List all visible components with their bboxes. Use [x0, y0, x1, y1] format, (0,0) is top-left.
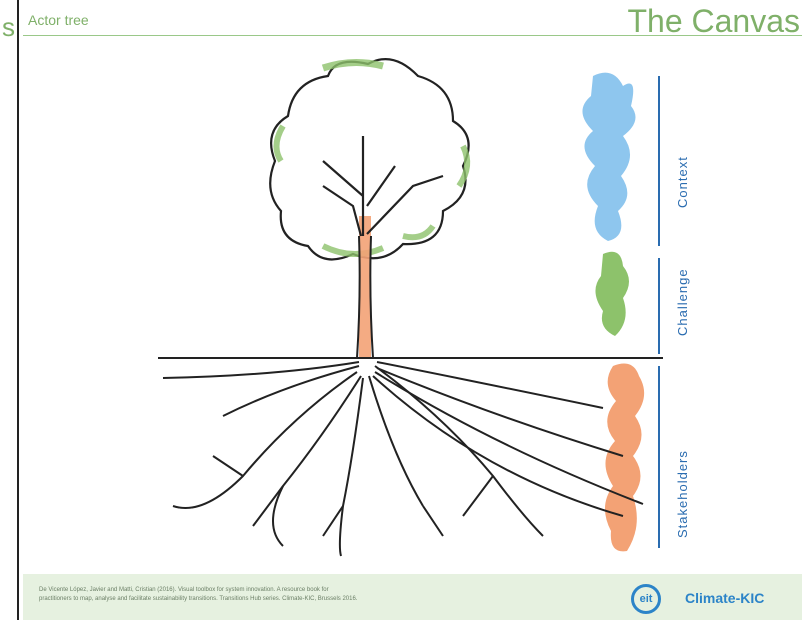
logo-mark: eit: [639, 593, 653, 605]
tree-trunk: [322, 136, 444, 359]
previous-page-title-fragment: s: [2, 12, 15, 42]
challenge-label: Challenge: [675, 268, 690, 336]
tree-canopy: [269, 58, 471, 261]
tree-roots: [162, 361, 644, 557]
context-label: Context: [675, 156, 690, 208]
page-footer: De Vicente López, Javier and Matti, Cris…: [23, 574, 802, 620]
header-divider: [23, 35, 802, 36]
page-title: Actor tree: [28, 12, 89, 28]
context-color-patch: [582, 72, 636, 241]
brand-title: The Canvas: [627, 3, 800, 39]
stakeholders-color-patch: [604, 363, 645, 552]
climate-kic-logo-text: Climate-KIC: [685, 590, 765, 606]
previous-page-edge: s: [0, 0, 19, 620]
eit-logo-icon: eit: [631, 584, 661, 614]
actor-tree-diagram: Context Challenge Stakeholders: [158, 58, 690, 557]
stakeholders-label: Stakeholders: [675, 450, 690, 538]
citation-text: De Vicente López, Javier and Matti, Cris…: [39, 587, 358, 602]
challenge-color-patch: [595, 251, 629, 336]
